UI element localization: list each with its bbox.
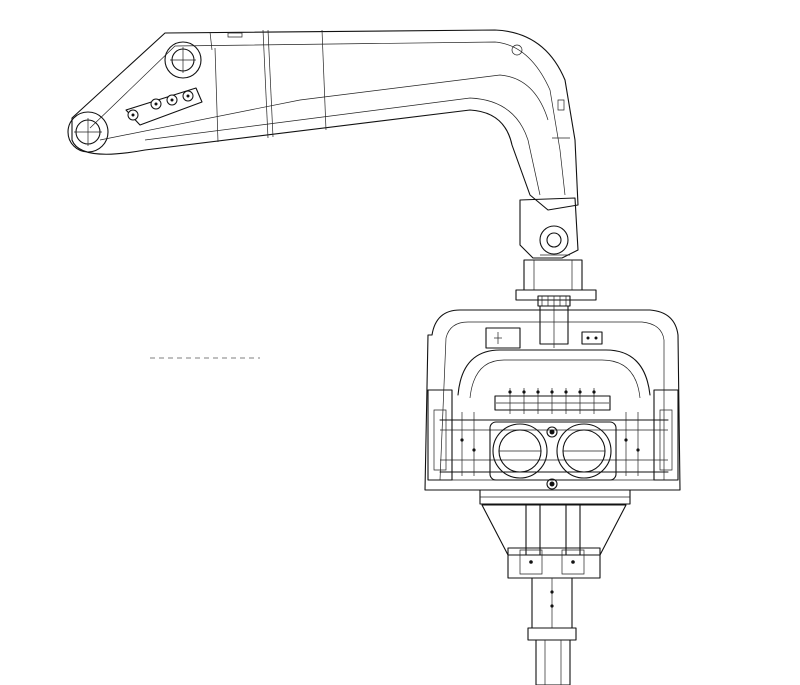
excavator-arm [68,30,578,210]
pile-clamp [482,505,626,685]
rotator-head [516,260,596,348]
vibro-hammer-frame [150,310,680,504]
pivot-joint [520,198,578,258]
eccentric-weights [490,422,616,489]
